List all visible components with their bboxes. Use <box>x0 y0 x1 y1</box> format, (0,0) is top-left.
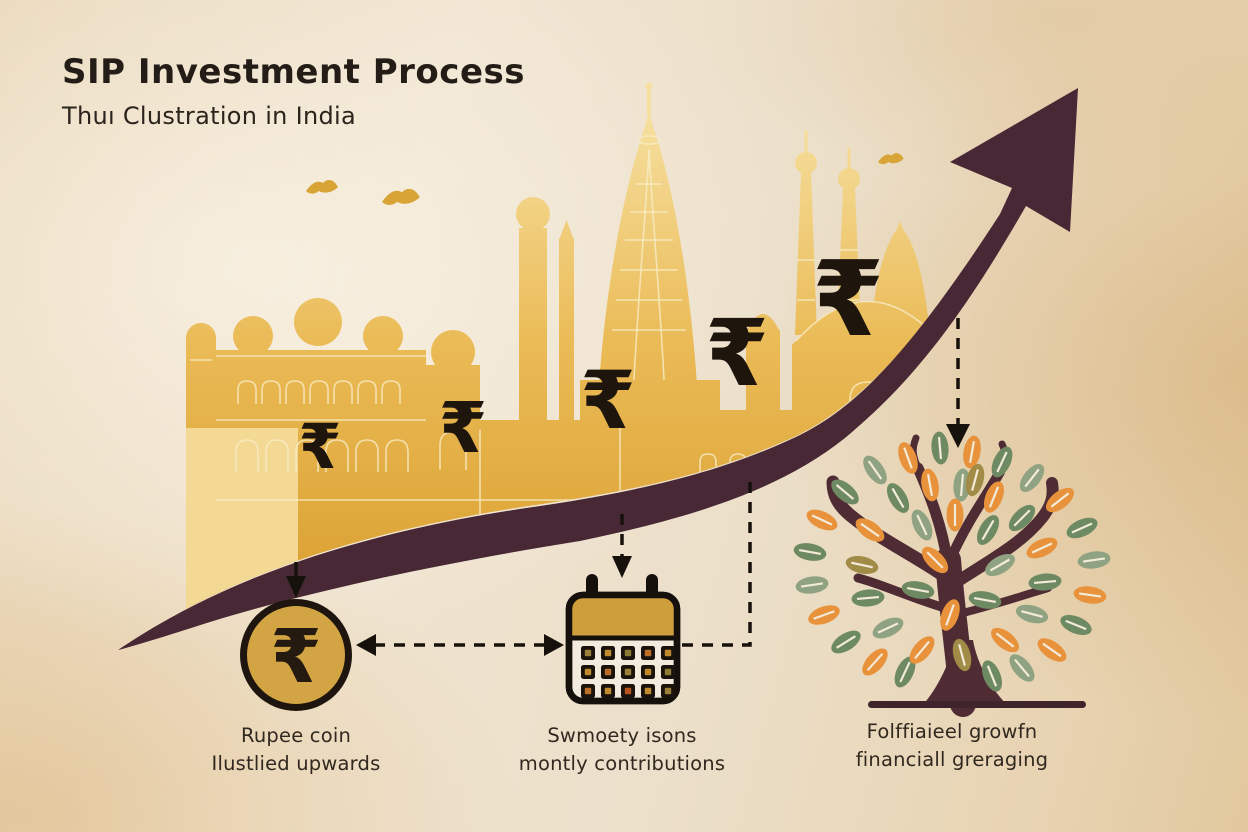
caption-line: Rupee coin <box>240 724 352 747</box>
arrowhead-icon <box>946 424 970 448</box>
rupee-symbol: ₹ <box>439 387 488 469</box>
rupee-symbol: ₹ <box>812 238 884 360</box>
rupee-symbol: ₹ <box>298 410 341 483</box>
rupee-coin-icon: ₹ <box>240 599 352 711</box>
page-subtitle: Thuı Clustration in India <box>62 102 357 130</box>
caption-growth-tree: Folffiaieel growfn financiall greraging <box>792 718 1112 773</box>
arrowhead-icon <box>612 556 632 578</box>
growth-tree-icon <box>791 429 1113 717</box>
bird-icon <box>878 153 904 165</box>
caption-line: financiall greraging <box>855 747 1049 771</box>
caption-monthly-calendar: Swmoety isons montly contributions <box>462 722 782 777</box>
bird-icon <box>306 179 338 194</box>
ground-line <box>868 701 1086 708</box>
rupee-symbol: ₹ <box>705 300 769 407</box>
growth-arrow-icon <box>118 88 1078 650</box>
caption-line: Ilustlied upwards <box>211 751 381 775</box>
caption-line: montly contributions <box>518 751 726 775</box>
caption-line: Swmoety isons <box>547 724 697 747</box>
page-title: SIP Investment Process <box>62 52 525 92</box>
arrowhead-icon <box>286 576 306 598</box>
dashed-connector-calendar-curve <box>682 478 752 647</box>
bird-icon <box>382 188 420 206</box>
caption-rupee-coin: Rupee coin Ilustlied upwards <box>136 722 456 777</box>
coin-rupee-glyph: ₹ <box>270 614 322 700</box>
calendar-icon <box>565 574 681 705</box>
arrowhead-icon <box>544 634 564 656</box>
rupee-symbol: ₹ <box>580 354 636 447</box>
caption-line: Folffiaieel growfn <box>866 720 1038 743</box>
arrowhead-icon <box>356 634 376 656</box>
